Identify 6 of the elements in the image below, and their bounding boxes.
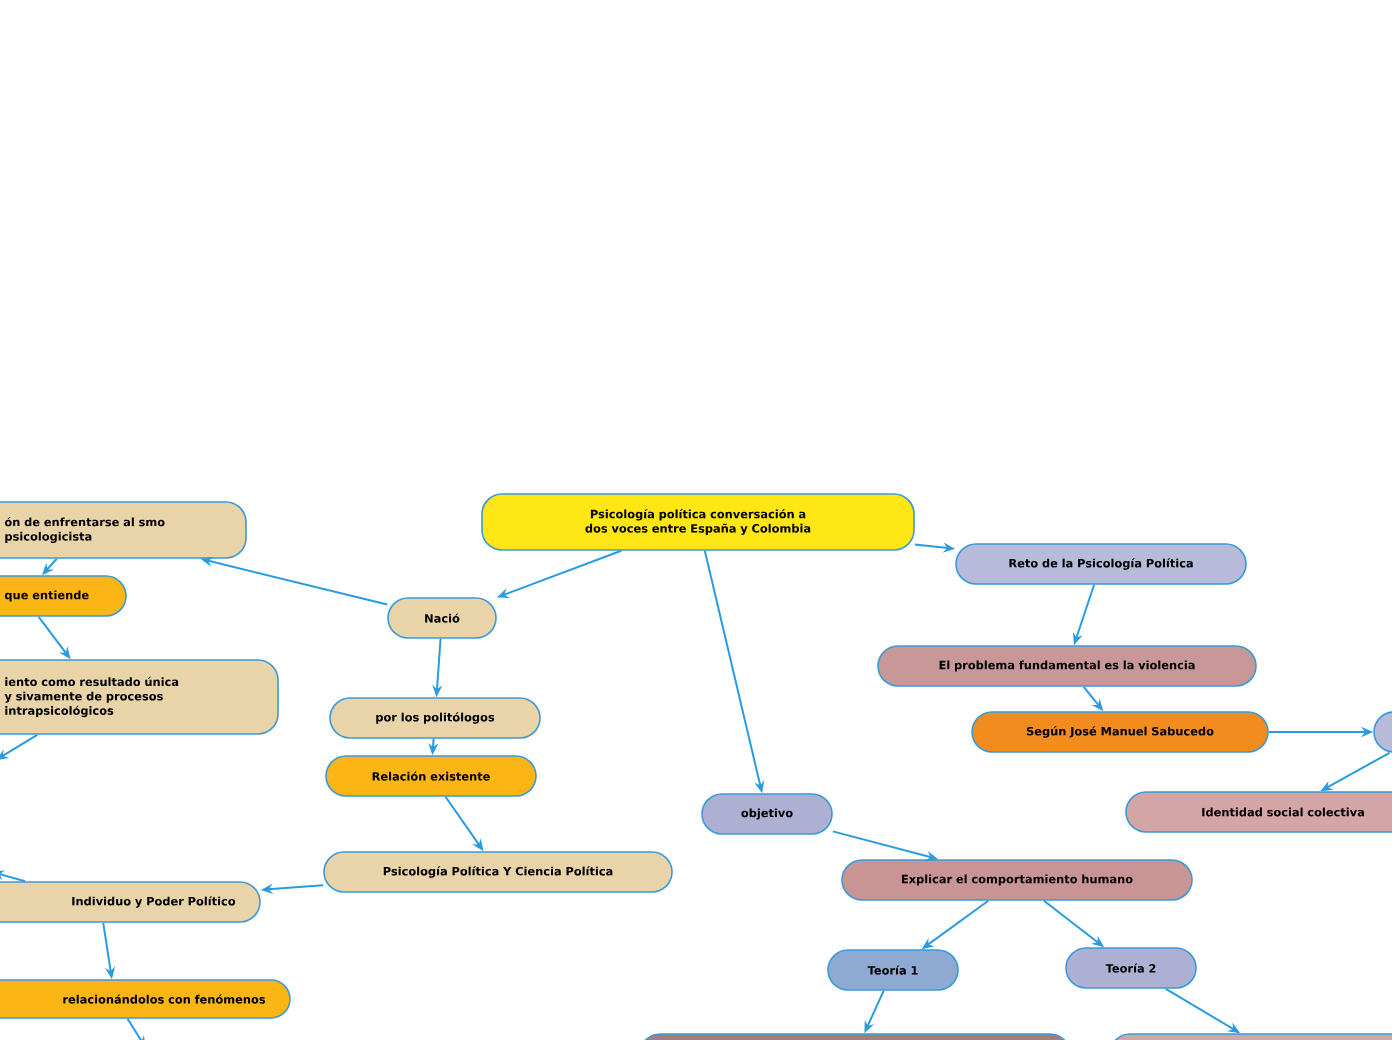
topic-box: [1109, 1033, 1392, 1040]
topic-box: [1373, 711, 1392, 753]
topic-box: [639, 1033, 1071, 1040]
arrow: [126, 1017, 146, 1040]
arrow: [0, 870, 27, 883]
arrow: [0, 733, 39, 760]
